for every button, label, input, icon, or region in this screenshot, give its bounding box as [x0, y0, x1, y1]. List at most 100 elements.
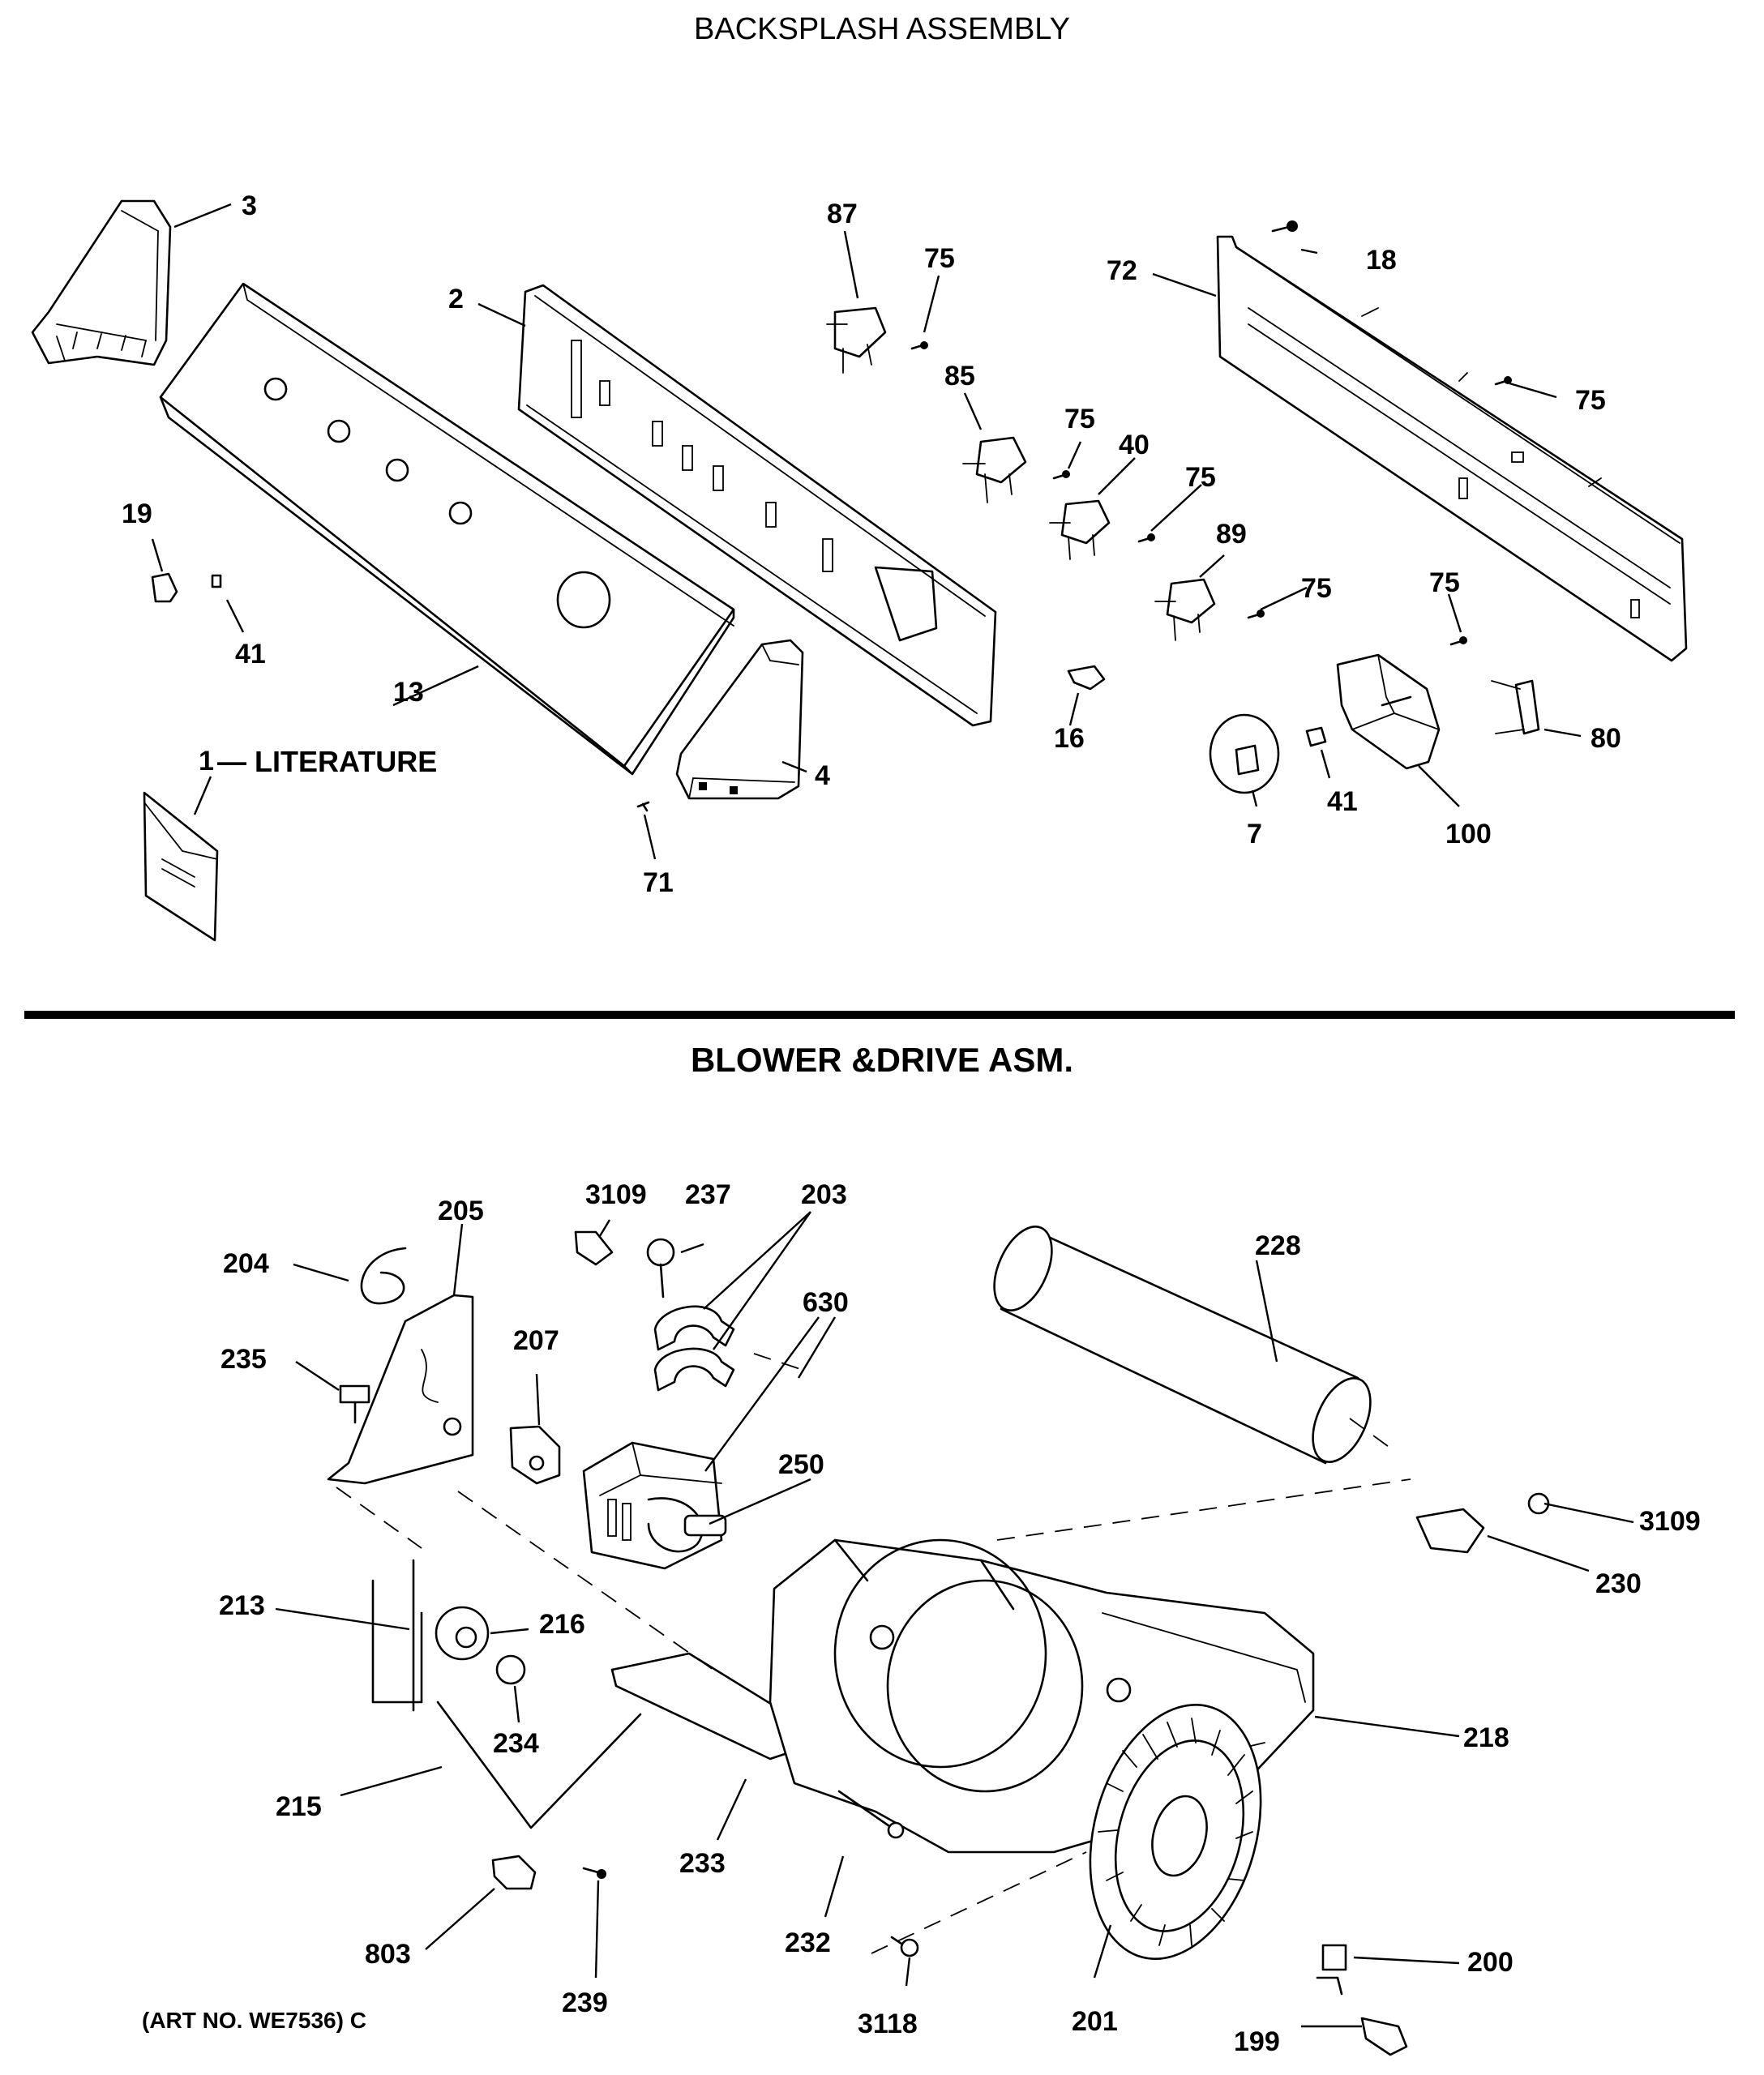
part-13-backsplash-panel — [159, 282, 735, 776]
part-7-knob — [1209, 713, 1280, 794]
backsplash-callouts: 3 2 87 75 72 18 75 85 75 40 75 89 75 75 … — [122, 190, 1621, 898]
callout-100: 100 — [1445, 819, 1492, 849]
callout-228: 228 — [1255, 1230, 1301, 1261]
part-41-spring-right — [1305, 726, 1327, 747]
part-199-bolt — [1360, 2017, 1408, 2056]
part-237-screw — [646, 1238, 675, 1298]
callout-87: 87 — [827, 199, 858, 229]
backsplash-title: BACKSPLASH ASSEMBLY — [694, 12, 1070, 46]
part-3109-clip-top — [574, 1230, 614, 1266]
part-216-idler-pulley — [435, 1606, 490, 1661]
callout-89: 89 — [1216, 519, 1247, 550]
callout-200: 200 — [1467, 1947, 1514, 1978]
part-232-shaft — [837, 1790, 905, 1839]
callout-41-left: 41 — [235, 639, 266, 670]
part-233-front-support — [610, 1652, 796, 1761]
callout-237: 237 — [685, 1179, 731, 1210]
part-203-motor-clamps — [653, 1305, 735, 1392]
callout-218: 218 — [1463, 1722, 1509, 1753]
part-85-switch — [962, 436, 1027, 503]
callout-239: 239 — [562, 1987, 608, 2018]
part-71-screw — [636, 801, 650, 812]
part-75-screws — [910, 341, 1512, 646]
blower-callouts: 205 204 3109 237 203 228 235 207 630 250… — [219, 1179, 1701, 2057]
leader-lines — [151, 203, 1634, 2028]
part-19-knob-clip — [151, 572, 178, 603]
callout-234: 234 — [493, 1728, 539, 1759]
part-234-bushing — [495, 1654, 526, 1685]
blower-title: BLOWER &DRIVE ASM. — [691, 1041, 1073, 1079]
callout-85: 85 — [944, 361, 975, 391]
callout-4: 4 — [815, 760, 830, 791]
part-89-switch — [1154, 578, 1216, 641]
callout-75-d: 75 — [1185, 462, 1216, 493]
part-204-clamp — [360, 1247, 407, 1305]
callout-13: 13 — [393, 677, 424, 708]
callout-72: 72 — [1107, 255, 1137, 286]
part-239-screw — [582, 1867, 606, 1879]
part-72-rear-panel — [1216, 235, 1688, 662]
part-1-literature-envelope — [143, 791, 219, 942]
callout-71: 71 — [643, 867, 674, 898]
part-235-screw — [339, 1384, 370, 1424]
callout-2: 2 — [448, 284, 464, 314]
callout-18: 18 — [1366, 245, 1397, 276]
part-87-switch — [826, 306, 887, 374]
callout-75-b: 75 — [1575, 385, 1606, 416]
part-200-clip — [1316, 1944, 1347, 1996]
part-16-clip — [1067, 665, 1106, 691]
part-41-spring-left — [211, 574, 222, 588]
part-3118-screw — [890, 1936, 919, 1957]
part-230-clip — [1415, 1508, 1485, 1554]
callout-16: 16 — [1054, 723, 1085, 754]
callout-3118: 3118 — [858, 2009, 918, 2039]
callout-250: 250 — [778, 1449, 824, 1480]
callout-75-e: 75 — [1301, 573, 1332, 604]
callout-19: 19 — [122, 498, 152, 529]
callout-80: 80 — [1591, 723, 1621, 754]
part-40-switch — [1049, 499, 1111, 560]
callout-75-f: 75 — [1429, 567, 1460, 598]
callout-204: 204 — [223, 1248, 269, 1279]
callout-803: 803 — [365, 1939, 411, 1970]
callout-3: 3 — [242, 190, 257, 221]
callout-205: 205 — [438, 1196, 484, 1226]
part-100-timer — [1336, 653, 1441, 770]
callout-216: 216 — [539, 1609, 585, 1640]
callout-213: 213 — [219, 1590, 265, 1621]
part-213-idler-arm — [371, 1559, 423, 1712]
part-630-motor — [582, 1441, 727, 1570]
callout-203: 203 — [801, 1179, 847, 1210]
callout-230: 230 — [1595, 1568, 1642, 1599]
callout-3109-top: 3109 — [585, 1179, 647, 1210]
callout-7: 7 — [1247, 819, 1262, 849]
part-3-left-end-cap — [31, 199, 172, 366]
callout-235: 235 — [220, 1344, 267, 1375]
callout-207: 207 — [513, 1325, 559, 1356]
part-80-harness — [1491, 679, 1540, 735]
assembly-guide-lines — [336, 1353, 1411, 1954]
callout-40: 40 — [1119, 430, 1150, 460]
callout-201: 201 — [1072, 2006, 1118, 2037]
part-207-thermal-protector — [509, 1425, 561, 1485]
callout-75-a: 75 — [924, 243, 955, 274]
callout-75-c: 75 — [1064, 404, 1095, 434]
callout-215: 215 — [276, 1791, 322, 1822]
art-number: (ART NO. WE7536) C — [142, 2008, 366, 2033]
part-803-switch — [491, 1855, 537, 1890]
part-4-right-end-cap — [675, 639, 804, 800]
part-215-idler-spring-rod — [436, 1701, 642, 1829]
part-205-motor-bracket — [327, 1294, 474, 1485]
part-201-blower-wheel — [1089, 1703, 1262, 1961]
callout-199: 199 — [1234, 2026, 1280, 2057]
callout-41-right: 41 — [1327, 786, 1358, 817]
callout-232: 232 — [785, 1927, 831, 1958]
callout-1: 1 — [199, 746, 214, 777]
literature-label: — LITERATURE — [217, 745, 437, 778]
callout-233: 233 — [679, 1848, 726, 1879]
part-2-control-panel — [517, 284, 997, 727]
part-228-duct-tube — [993, 1225, 1372, 1465]
part-18-screw — [1271, 220, 1298, 233]
